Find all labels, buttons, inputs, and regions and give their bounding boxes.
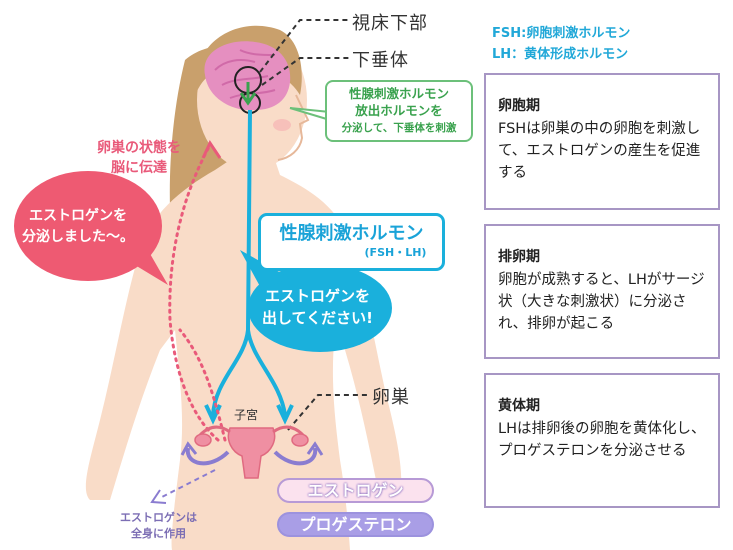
uterus-label: 子宮 [234, 408, 259, 422]
ovary-leader [287, 394, 368, 431]
pink-feedback-path [168, 143, 220, 442]
phase-title: 黄体期 [498, 398, 540, 414]
brain [204, 41, 291, 111]
estrogen-pill: エストロゲン [277, 478, 434, 503]
right-ovary [291, 433, 309, 447]
hypothalamus-label: 視床下部 [352, 13, 428, 34]
phase-box-ovulatory: 排卵期 卵胞が成熟すると、LHがサージ状（大きな刺激状）に分泌され、排卵が起こる [484, 224, 720, 359]
blue-bubble-line2: 出してください! [262, 309, 373, 327]
green-box-tail [289, 107, 331, 121]
uterus [227, 427, 276, 479]
left-ovary [194, 433, 212, 447]
gnrh-line2: 放出ホルモンを [355, 103, 443, 118]
phase-box-follicular: 卵胞期 FSHは卵巣の中の卵胞を刺激して、エストロゲンの産生を促進する [484, 73, 720, 210]
body-effect-text: エストロゲンは 全身に作用 [120, 510, 197, 542]
gnrh-line1: 性腺刺激ホルモン [348, 86, 449, 101]
body-effect-line2: 全身に作用 [131, 527, 186, 540]
red-bubble-line2: 分泌しました〜。 [22, 229, 134, 245]
gnrh-box: 性腺刺激ホルモン 放出ホルモンを 分泌して、下垂体を刺激 [325, 80, 473, 142]
hypothalamus-leader [259, 19, 350, 73]
body-effect-arrow [159, 469, 216, 499]
gnrh-line3: 分泌して、下垂体を刺激 [341, 122, 457, 134]
red-bubble-line1: エストロゲンを [29, 208, 127, 224]
purple-arrow-right [273, 447, 318, 466]
phase-text: 卵胞が成熟すると、LHがサージ状（大きな刺激状）に分泌され、排卵が起こる [498, 272, 705, 332]
phase-title: 卵胞期 [498, 98, 540, 114]
pituitary-label: 下垂体 [352, 50, 409, 71]
ovary-state-line1: 卵巣の状態を [97, 140, 181, 156]
pituitary-leader [261, 57, 350, 86]
progesterone-pill: プロゲステロン [277, 512, 434, 537]
blue-bubble-line1: エストロゲンを [264, 287, 370, 305]
ovary-state-text: 卵巣の状態を 脳に伝達 [97, 138, 181, 178]
face-profile [277, 94, 310, 161]
phase-text: FSHは卵巣の中の卵胞を刺激して、エストロゲンの産生を促進する [498, 121, 701, 181]
phase-title: 排卵期 [498, 249, 540, 265]
cheek [273, 119, 291, 131]
ovary-state-line2: 脳に伝達 [111, 160, 167, 176]
blue-bubble-text: エストロゲンを 出してください! [262, 285, 373, 329]
gonadotropin-title: 性腺刺激ホルモン [279, 223, 424, 244]
gonadotropin-sub: (FSH・LH) [364, 246, 427, 259]
gonadotropin-box: 性腺刺激ホルモン (FSH・LH) [258, 213, 445, 271]
body-effect-line1: エストロゲンは [120, 511, 197, 524]
red-bubble-text: エストロゲンを 分泌しました〜。 [22, 206, 134, 248]
ovary-label: 卵巣 [372, 387, 410, 408]
phase-box-luteal: 黄体期 LHは排卵後の卵胞を黄体化し、プロゲステロンを分泌させる [484, 373, 720, 508]
phase-text: LHは排卵後の卵胞を黄体化し、プロゲステロンを分泌させる [498, 421, 706, 459]
legend-lh: LH：黄体形成ホルモン [492, 47, 629, 62]
purple-arrow-left [185, 447, 230, 466]
red-speech-bubble [14, 171, 168, 285]
green-arrow [239, 82, 257, 106]
pink-arrowhead [201, 139, 222, 159]
legend-fsh: FSH:卵胞刺激ホルモン [492, 26, 631, 41]
